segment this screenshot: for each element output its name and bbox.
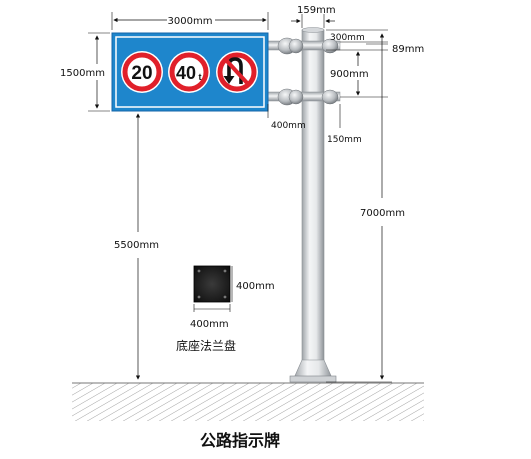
lower-arm <box>267 88 341 106</box>
bracket-spacing-label: 900mm <box>330 69 369 80</box>
dim-bracket-spacing: 900mm <box>330 51 388 98</box>
top-offset-label: 300mm <box>330 33 365 43</box>
dim-pole-diameter: 159mm <box>291 5 336 28</box>
speed-limit-text: 20 <box>131 63 152 84</box>
weight-limit-sign: 40 t <box>168 51 210 93</box>
ground <box>72 382 424 421</box>
sign-panel: 20 40 t <box>111 32 269 112</box>
flange-width-label: 400mm <box>190 319 229 330</box>
pole <box>289 27 337 383</box>
weight-limit-text: 40 <box>176 63 196 83</box>
pole-cap <box>301 27 325 33</box>
base-flange-plate: 400mm 400mm 底座法兰盘 <box>176 265 275 353</box>
bracket-offset-label: 89mm <box>392 44 424 55</box>
sign-clamp <box>288 38 304 54</box>
dim-arm-length: 400mm <box>267 104 306 131</box>
pole-base-stiffener <box>293 359 333 379</box>
no-u-turn-sign <box>216 51 258 93</box>
pole-diameter-label: 159mm <box>297 5 336 16</box>
bolt-hole <box>197 295 201 299</box>
prohibition-slash <box>224 58 250 86</box>
bolt-hole <box>223 295 227 299</box>
weight-limit-unit: t <box>199 72 202 82</box>
flange-plate <box>193 265 231 303</box>
bolt-hole <box>197 269 201 273</box>
dim-arm-diameter: 150mm <box>327 104 362 145</box>
pole-clamp <box>321 89 339 105</box>
sign-width-label: 3000mm <box>168 16 213 27</box>
sign-border <box>115 36 265 108</box>
pole-base-plate <box>289 375 337 383</box>
pole-shaft <box>301 29 325 371</box>
dim-bracket-offset: 89mm <box>366 43 424 55</box>
drawing-title: 公路指示牌 <box>200 431 280 450</box>
dim-pole-height: 7000mm <box>326 33 405 383</box>
dim-top-offset: 300mm <box>326 29 388 51</box>
sign-height-label: 1500mm <box>60 68 105 79</box>
sign-clamp <box>288 89 304 105</box>
arm-diameter-label: 150mm <box>327 135 362 145</box>
ground-hatch <box>72 383 424 421</box>
flange-height-label: 400mm <box>236 281 275 292</box>
bolt-hole <box>223 269 227 273</box>
speed-limit-sign: 20 <box>121 51 163 93</box>
pole-height-label: 7000mm <box>360 208 405 219</box>
pole-clamp <box>321 38 339 54</box>
upper-arm <box>267 37 341 55</box>
arm-length-label: 400mm <box>271 121 306 131</box>
flange-caption: 底座法兰盘 <box>176 338 236 353</box>
dim-clearance-height: 5500mm <box>114 113 159 380</box>
clearance-height-label: 5500mm <box>114 240 159 251</box>
dim-sign-height: 1500mm <box>60 32 110 112</box>
dim-sign-width: 3000mm <box>111 12 269 30</box>
